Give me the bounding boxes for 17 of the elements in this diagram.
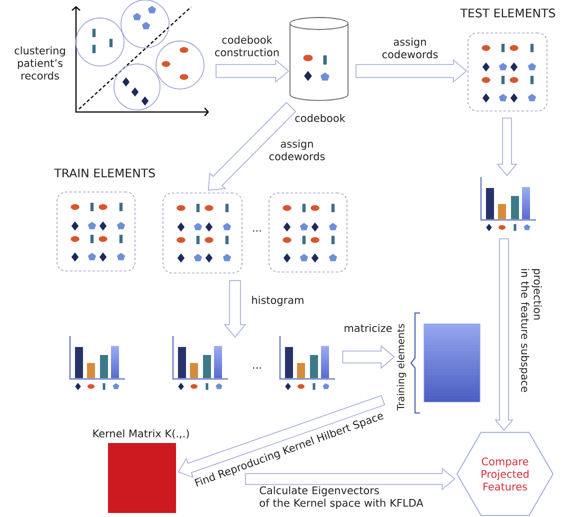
- ellipsis: ...: [253, 367, 261, 369]
- node-caption: codebook: [295, 114, 346, 122]
- edge-label: projection in the feature subspace: [519, 269, 542, 392]
- heading: Kernel Matrix K(.,.): [93, 429, 189, 439]
- heading: TEST ELEMENTS: [460, 8, 556, 18]
- node-caption: Training elements: [396, 324, 406, 410]
- block-arrow: [178, 395, 386, 478]
- ellipsis: ...: [253, 230, 261, 232]
- node-caption: clustering patient’s records: [14, 46, 65, 80]
- edge-label: matricize: [344, 324, 392, 332]
- edge-label: assign codewords: [269, 140, 325, 160]
- edge-label: histogram: [252, 296, 304, 306]
- block-arrow: [208, 102, 296, 191]
- edge-label: Calculate Eigenvectors of the Kernel space with KFLDA: [260, 486, 424, 509]
- edge-label: codebook construction: [215, 36, 279, 56]
- edge-label: assign codewords: [382, 38, 438, 58]
- section-heading: TRAIN ELEMENTS: [54, 168, 155, 178]
